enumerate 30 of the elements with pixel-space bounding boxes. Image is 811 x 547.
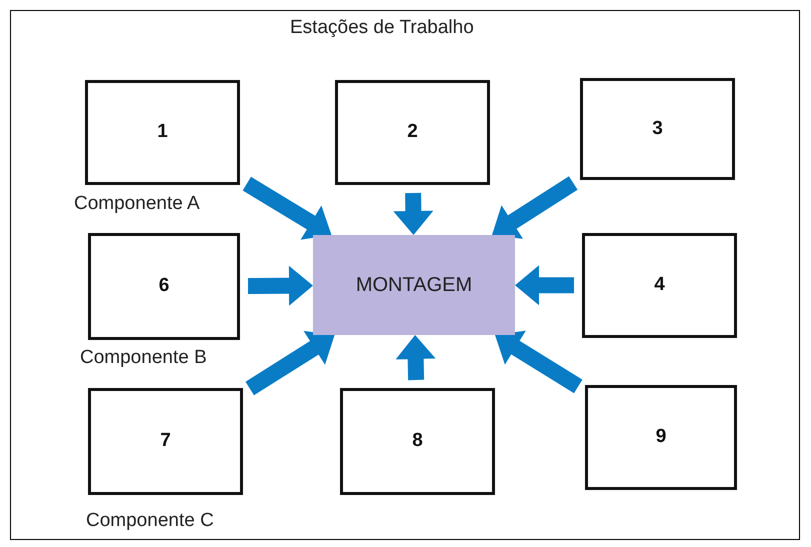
workstation-box [580, 78, 735, 180]
assembly-box [313, 235, 515, 335]
workstation-box [88, 233, 240, 340]
block-arrow [495, 330, 582, 394]
station-number: 6 [158, 274, 170, 298]
component-label: Componente C [86, 509, 214, 533]
station-number: 2 [407, 120, 418, 144]
block-arrow [492, 176, 578, 239]
component-label: Componente B [80, 346, 207, 370]
block-arrow [248, 266, 313, 306]
assembly-label: MONTAGEM [356, 273, 472, 298]
block-arrow [396, 335, 436, 380]
station-number: 3 [652, 116, 663, 141]
station-number: 7 [160, 429, 171, 454]
station-number: 1 [157, 120, 168, 144]
workstation-box [335, 80, 490, 185]
station-number: 9 [656, 425, 666, 450]
block-arrow [242, 176, 332, 240]
workstation-box [340, 388, 495, 495]
block-arrow [393, 192, 434, 235]
block-arrow [246, 330, 335, 396]
station-number: 4 [654, 273, 665, 298]
block-arrow [515, 265, 574, 306]
diagram-title: Estações de Trabalho [290, 16, 474, 40]
workstation-box [582, 233, 737, 338]
component-label: Componente A [74, 192, 200, 216]
station-number: 8 [412, 429, 423, 454]
workstation-box [585, 385, 737, 490]
workstation-box [85, 80, 240, 185]
workstation-box [88, 388, 243, 495]
